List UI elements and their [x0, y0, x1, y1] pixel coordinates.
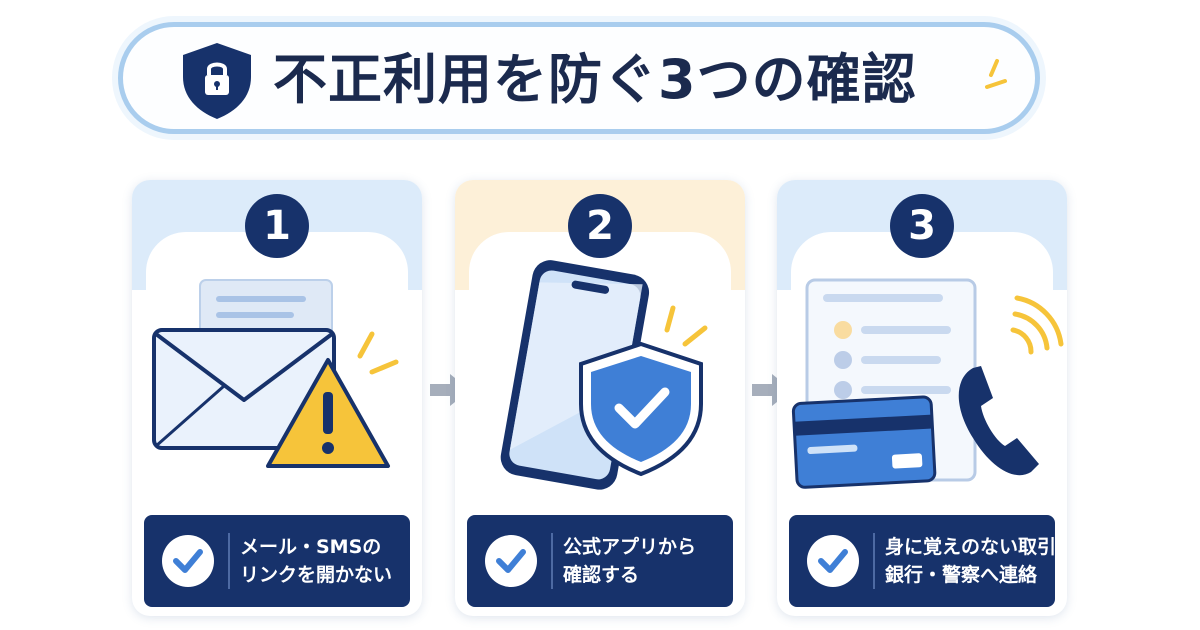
caption-text: メール・SMSの リンクを開かない [240, 533, 406, 589]
step-card-3: 3 [777, 180, 1067, 616]
caption-text: 身に覚えのない取引は 銀行・警察へ連絡 [885, 533, 1067, 589]
step-card-1: 1 メール・SMSの リンクを開かない [132, 180, 422, 616]
check-icon [485, 535, 537, 587]
step-number: 3 [890, 194, 954, 258]
spark-icon [983, 55, 1013, 99]
smartphone-shield-icon [455, 260, 745, 500]
caption-box: メール・SMSの リンクを開かない [144, 515, 410, 607]
statement-card-phone-icon [777, 260, 1067, 500]
caption-divider [228, 533, 230, 589]
caption-box: 公式アプリから 確認する [467, 515, 733, 607]
caption-text: 公式アプリから 確認する [563, 533, 729, 589]
page-title: 不正利用を防ぐ3つの確認 [273, 48, 917, 111]
title-banner: 不正利用を防ぐ3つの確認 [118, 22, 1040, 134]
caption-box: 身に覚えのない取引は 銀行・警察へ連絡 [789, 515, 1067, 607]
step-card-2: 2 公式アプリから 確認する [455, 180, 745, 616]
step-number: 1 [245, 194, 309, 258]
caption-line-1: 公式アプリから [563, 536, 697, 558]
check-icon [162, 535, 214, 587]
step-number: 2 [568, 194, 632, 258]
caption-line-2: 確認する [563, 564, 640, 586]
caption-line-1: 身に覚えのない取引は [885, 536, 1067, 558]
caption-line-2: 銀行・警察へ連絡 [885, 564, 1038, 586]
envelope-warning-icon [132, 260, 422, 500]
caption-divider [873, 533, 875, 589]
caption-divider [551, 533, 553, 589]
caption-line-2: リンクを開かない [240, 564, 393, 586]
shield-lock-icon [175, 39, 259, 125]
check-icon [807, 535, 859, 587]
caption-line-1: メール・SMSの [240, 536, 382, 558]
